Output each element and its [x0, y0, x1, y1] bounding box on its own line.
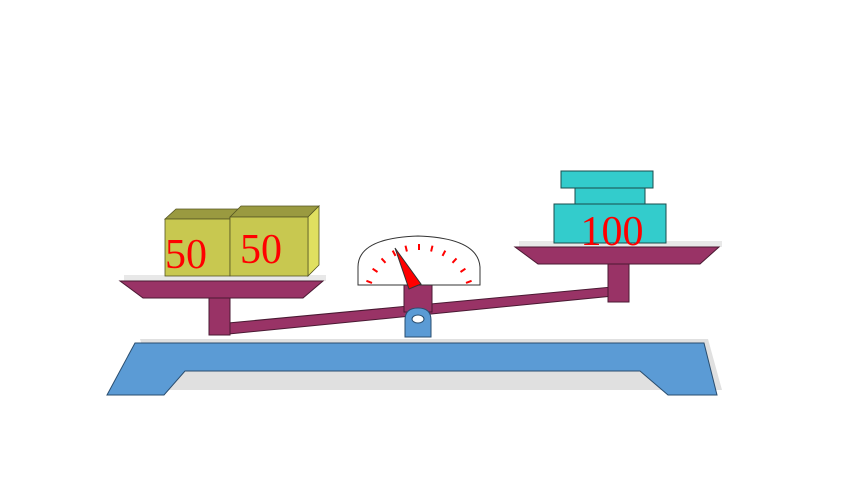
scale-base [106, 339, 722, 396]
left-block-1-label: 50 [165, 232, 207, 278]
dial-tick [451, 257, 458, 264]
right-weight-base [553, 203, 667, 244]
right-weight-top [560, 170, 654, 189]
dial-tick [430, 245, 434, 252]
dial-tick [366, 279, 373, 284]
dial [357, 235, 481, 290]
dial-tick [441, 250, 447, 257]
scale-base-body [106, 342, 718, 396]
right-weight-label: 100 [581, 209, 644, 255]
pivot [404, 307, 432, 338]
left-pan [118, 275, 326, 299]
dial-tick [380, 257, 387, 264]
right-weight: 100 [553, 170, 667, 255]
dial-tick [372, 267, 379, 273]
dial-needle [394, 247, 422, 290]
dial-tick [404, 245, 408, 252]
dial-tick [459, 267, 466, 273]
left-block-2-label: 50 [240, 227, 282, 273]
right-weight-middle [574, 186, 646, 205]
dial-face [357, 235, 481, 286]
left-block-2: 50 [229, 205, 320, 277]
right-pan-tray [513, 246, 721, 265]
dial-ticks [366, 244, 472, 284]
right-pan-post [607, 262, 630, 303]
dial-tick [465, 279, 472, 284]
dial-tick [391, 250, 397, 257]
left-block-1: 50 [163, 208, 243, 278]
left-pan-tray [118, 280, 325, 299]
pivot-hole [411, 314, 425, 324]
left-pan-post [208, 296, 231, 336]
